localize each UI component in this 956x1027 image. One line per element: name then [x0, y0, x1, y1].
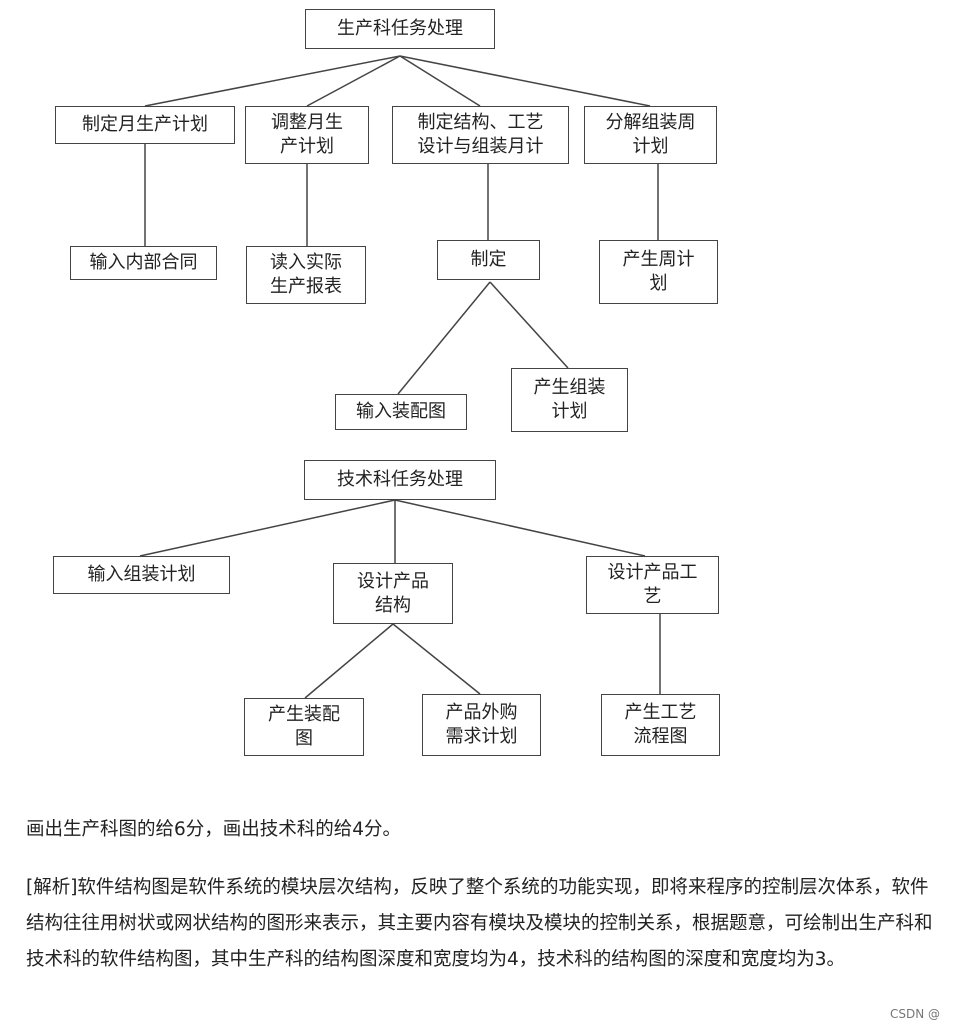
node-weekly-assembly-plan: 分解组装周 计划 — [584, 106, 717, 164]
connector — [394, 499, 646, 557]
node-technical-root: 技术科任务处理 — [304, 460, 496, 500]
connector — [139, 499, 396, 557]
scoring-text: 画出生产科图的给6分，画出技术科的给4分。 — [26, 819, 402, 840]
watermark: CSDN @ — [889, 1007, 940, 1021]
node-input-contract: 输入内部合同 — [70, 246, 217, 280]
analysis-text: [解析]软件结构图是软件系统的模块层次结构，反映了整个系统的功能实现，即将来程序… — [26, 877, 933, 970]
connector — [399, 55, 651, 107]
node-read-report: 读入实际 生产报表 — [246, 246, 366, 304]
node-structure-process-plan: 制定结构、工艺 设计与组装月计 — [392, 106, 569, 164]
connector — [489, 281, 569, 369]
node-input-assembly-plan: 输入组装计划 — [53, 556, 230, 594]
node-make: 制定 — [437, 240, 540, 280]
node-product-structure-design: 设计产品 结构 — [333, 563, 453, 624]
node-production-root: 生产科任务处理 — [305, 9, 495, 49]
connector — [304, 623, 394, 699]
node-adjust-monthly-plan: 调整月生 产计划 — [245, 106, 369, 164]
node-assembly-drawing: 产生装配 图 — [244, 698, 364, 756]
connector — [397, 281, 491, 395]
node-input-assembly-drawing: 输入装配图 — [335, 394, 467, 430]
connector — [144, 55, 401, 107]
connector — [399, 55, 481, 107]
node-product-process-design: 设计产品工 艺 — [586, 556, 719, 614]
connector — [392, 623, 481, 695]
node-weekly-plan: 产生周计 划 — [599, 240, 718, 304]
connector-lines — [139, 55, 661, 699]
node-purchase-plan: 产品外购 需求计划 — [422, 694, 541, 756]
node-monthly-plan: 制定月生产计划 — [55, 106, 235, 144]
connector — [306, 55, 401, 107]
node-assembly-plan: 产生组装 计划 — [511, 368, 628, 432]
node-process-flow: 产生工艺 流程图 — [601, 694, 720, 756]
